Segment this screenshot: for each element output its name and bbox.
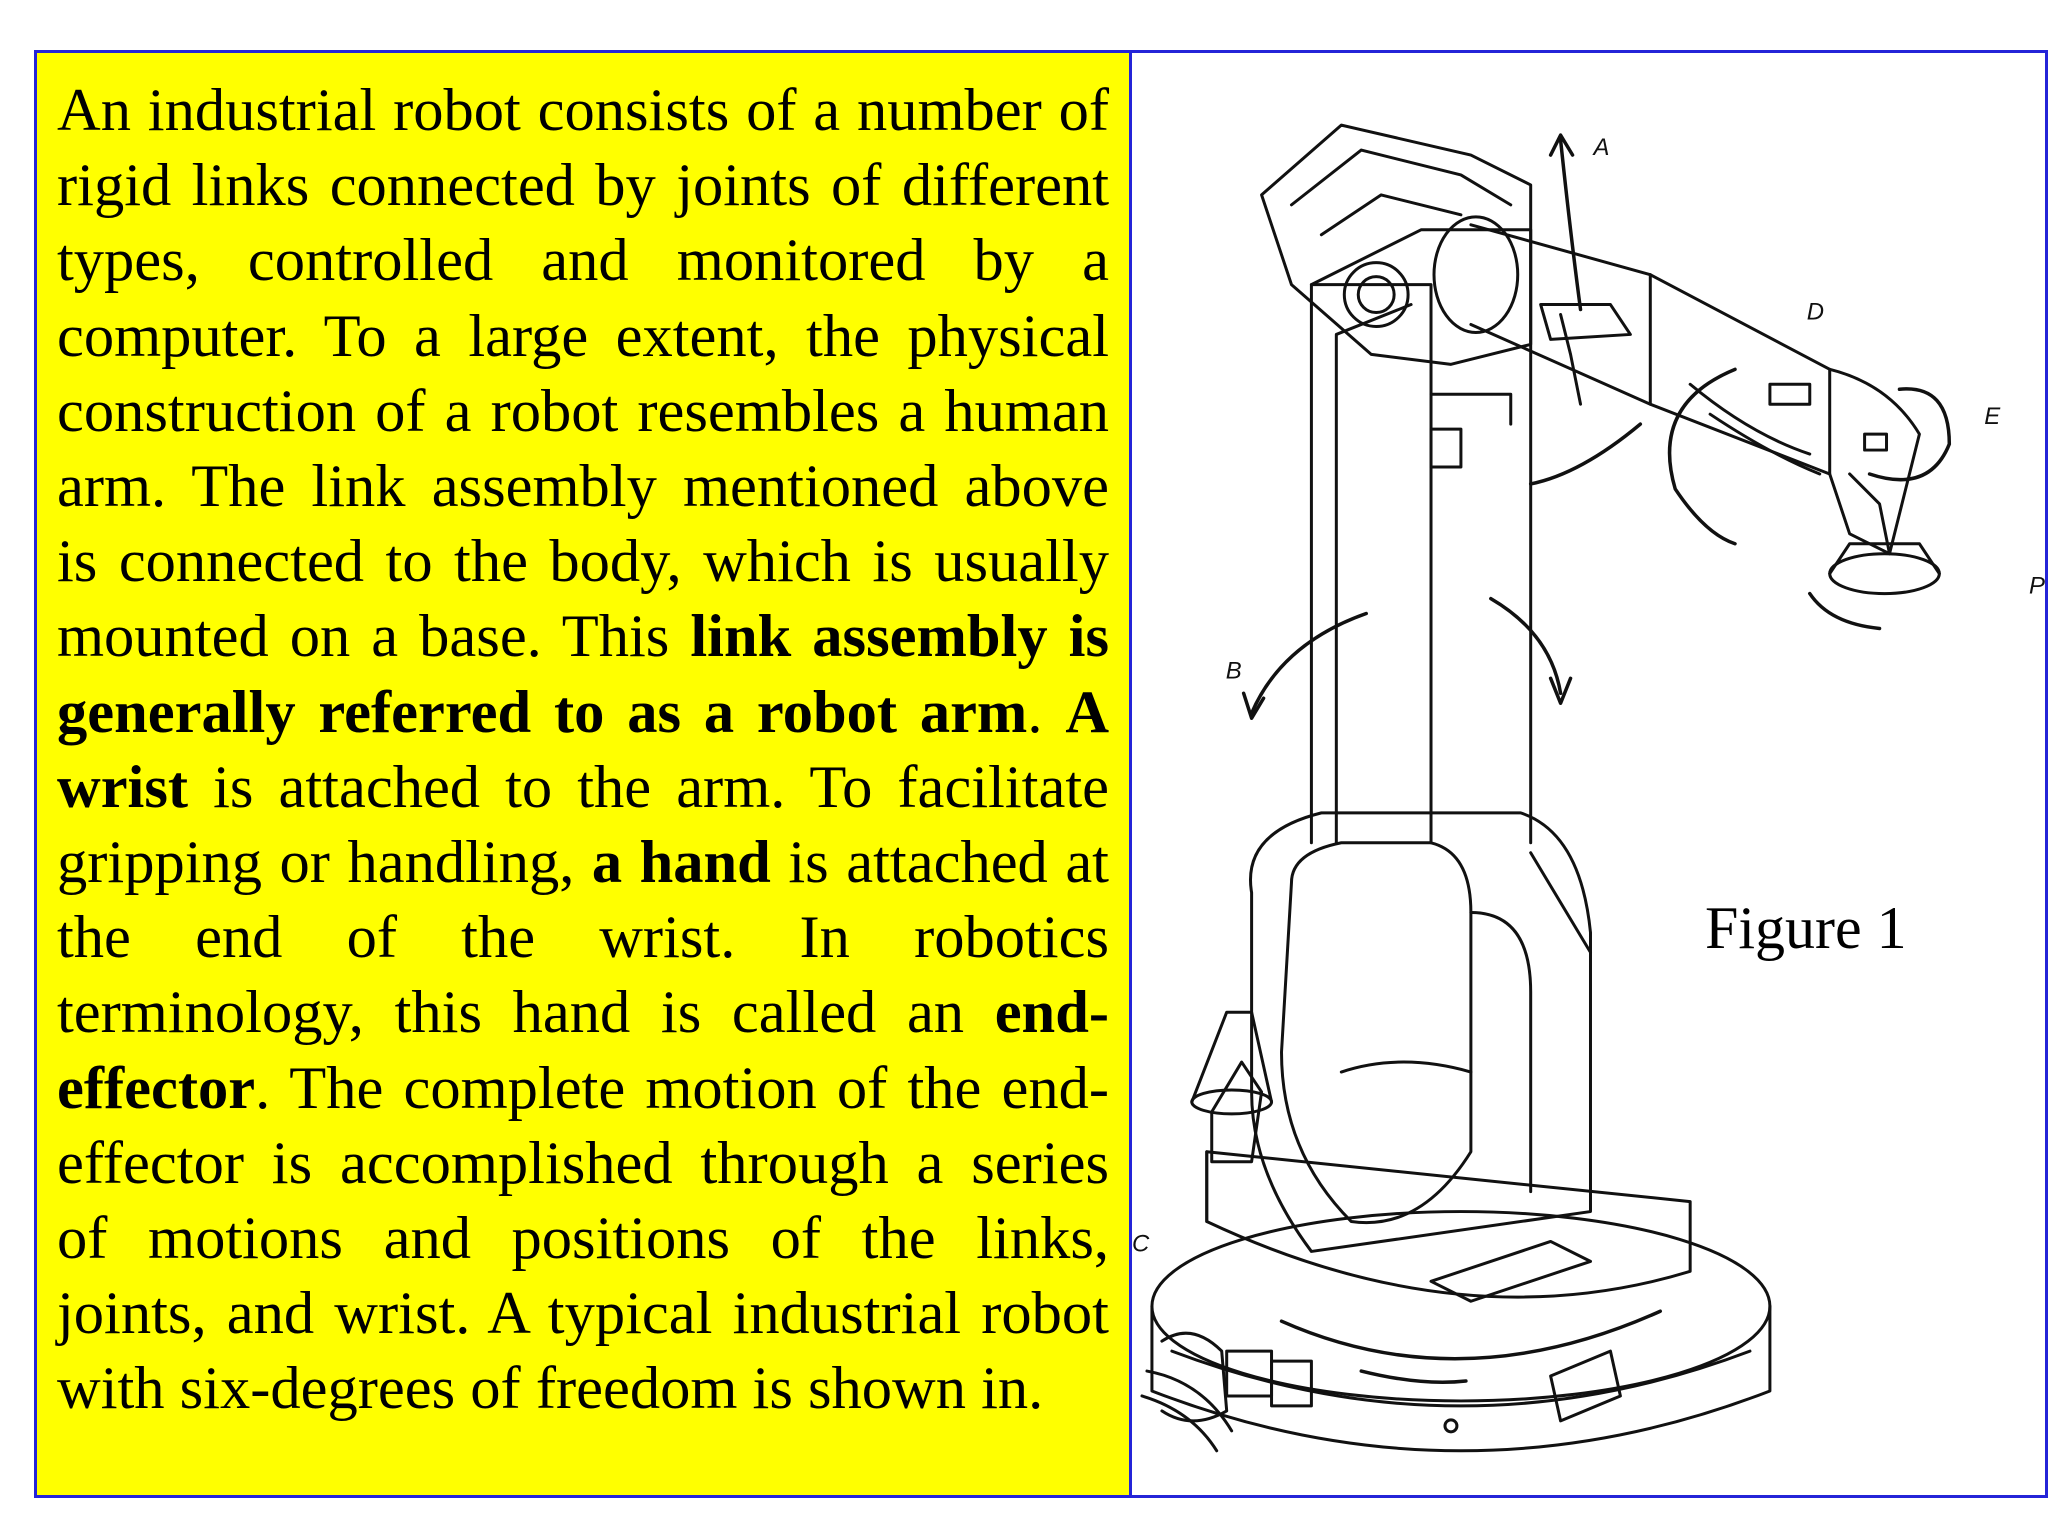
label-p: P xyxy=(2029,573,2045,600)
dof-labels: A B C D E P xyxy=(1132,134,2045,1257)
bold-hand: a hand xyxy=(591,829,771,897)
text-run-2: . xyxy=(1027,678,1066,746)
label-b: B xyxy=(1226,657,1242,684)
label-a: A xyxy=(1591,134,1609,161)
text-run-5: . The complete motion of the end-effecto… xyxy=(57,1054,1109,1423)
robot-base xyxy=(1150,1210,1772,1453)
wrist-end-effector xyxy=(1828,367,1941,596)
base-cables xyxy=(1140,1331,1313,1453)
figure-panel: A B C D E P xyxy=(1132,53,2045,1495)
robot-waist xyxy=(1190,1010,1692,1303)
figure-caption: Figure 1 xyxy=(1705,895,1907,961)
bold-end-effector: end-effector xyxy=(57,979,1109,1122)
robot-arm-illustration: A B C D E P xyxy=(1132,123,2045,1453)
forearm xyxy=(1432,215,1832,476)
elbow-housing xyxy=(1260,123,1533,366)
text-run-1: An industrial robot consists of a number… xyxy=(57,77,1109,671)
label-d: D xyxy=(1807,298,1824,325)
text-run-3: is attached to the arm. To facilitate gr… xyxy=(57,753,1109,897)
upper-arm xyxy=(1309,228,1533,845)
bold-robot-arm: link assembly is generally referred to a… xyxy=(57,603,1109,746)
rotation-arrows xyxy=(1241,133,1952,1384)
label-e: E xyxy=(1984,403,2001,430)
description-paragraph: An industrial robot consists of a number… xyxy=(57,73,1109,1427)
label-c: C xyxy=(1132,1230,1150,1257)
text-panel: An industrial robot consists of a number… xyxy=(37,53,1132,1495)
bold-wrist: A wrist xyxy=(57,678,1110,821)
text-run-4: is attached at the end of the wrist. In … xyxy=(57,829,1109,1047)
slide-frame: An industrial robot consists of a number… xyxy=(34,50,2048,1498)
